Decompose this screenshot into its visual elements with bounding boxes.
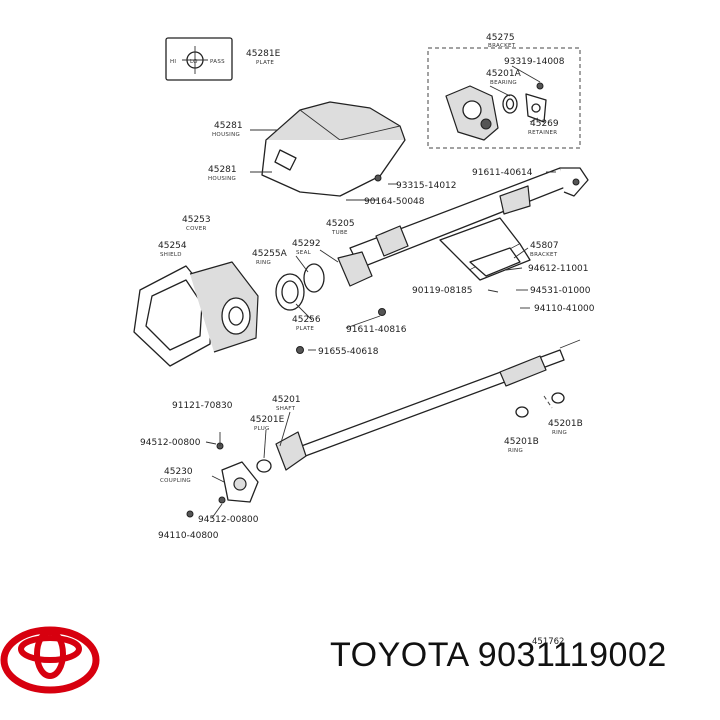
callout-45281-2-name: HOUSING	[208, 176, 236, 182]
callout-45281-2-number: 45281	[208, 165, 237, 175]
callout-94512a-number: 94512-00800	[140, 438, 201, 448]
callout-45201-name: SHAFT	[276, 406, 296, 412]
callout-94612-number: 94612-11001	[528, 264, 589, 274]
callout-45807-name: BRACKET	[530, 252, 558, 258]
shield-cover-drawing	[133, 261, 259, 367]
callout-45201a-number: 45201A	[486, 69, 522, 79]
callout-45230-number: 45230	[164, 467, 193, 477]
callout-45201b-2-name: RING	[552, 430, 567, 436]
plate-45281e-drawing: HI LO PASS	[165, 37, 233, 81]
callout-94110a-number: 94110-41000	[534, 304, 595, 314]
callout-45201e-name: PLUG	[254, 426, 270, 432]
callout-45281e-name: PLATE	[256, 60, 274, 66]
leader-lines	[205, 65, 556, 519]
callout-45201e-number: 45201E	[250, 415, 285, 425]
column-tube-drawing	[349, 167, 589, 281]
callout-94110b-number: 94110-40800	[158, 531, 219, 541]
callout-45275-number: 45275	[486, 33, 515, 43]
plate-pass-label: PASS	[210, 59, 225, 65]
upper-housing-drawing	[261, 101, 406, 197]
callout-45292-name: SEAL	[296, 250, 312, 256]
callout-45253-number: 45253	[182, 215, 211, 225]
callout-91121-number: 91121-70830	[172, 401, 233, 411]
callout-45807-number: 45807	[530, 241, 559, 251]
callout-45254-number: 45254	[158, 241, 187, 251]
callout-45292-number: 45292	[292, 239, 321, 249]
callout-45269-name: RETAINER	[528, 130, 557, 136]
plate-lo-label: LO	[190, 59, 198, 65]
callout-45201-number: 45201	[272, 395, 301, 405]
callout-91655-number: 91655-40618	[318, 347, 379, 357]
callout-45255a-number: 45255A	[252, 249, 288, 259]
callout-90119-number: 90119-08185	[412, 286, 473, 296]
callout-labels: 45281E PLATE 45281 HOUSING 45281 HOUSING…	[140, 33, 595, 541]
callout-45254-name: SHIELD	[160, 252, 182, 258]
callout-45256-name: PLATE	[296, 326, 314, 332]
callout-45201a-name: BEARING	[490, 80, 517, 86]
callout-91611b-number: 91611-40816	[346, 325, 407, 335]
callout-45201b-1-number: 45201B	[504, 437, 539, 447]
callout-90164-number: 90164-50048	[364, 197, 425, 207]
main-shaft-drawing	[256, 339, 581, 473]
figure-number: 451762	[532, 637, 564, 647]
callout-45281-name: HOUSING	[212, 132, 240, 138]
callout-45281-number: 45281	[214, 121, 243, 131]
callout-45201b-2-number: 45201B	[548, 419, 583, 429]
callout-45201b-1-name: RING	[508, 448, 523, 454]
callout-45205-number: 45205	[326, 219, 355, 229]
callout-45255a-name: RING	[256, 260, 271, 266]
callout-45269-number: 45269	[530, 119, 559, 129]
callout-94531-number: 94531-01000	[530, 286, 591, 296]
callout-93319-number: 93319-14008	[504, 57, 565, 67]
callout-91611a-number: 91611-40614	[472, 168, 533, 178]
toyota-logo-icon	[0, 626, 100, 694]
callout-45275-name: BRACKET	[488, 43, 516, 49]
coupling-drawing	[186, 432, 259, 518]
callout-45281e-number: 45281E	[246, 49, 281, 59]
callout-93315-number: 93315-14012	[396, 181, 457, 191]
bracket-bearing-drawing	[445, 82, 547, 141]
footer-part-title: TOYOTA 9031119002	[330, 636, 667, 674]
seal-ring-plate-drawing	[275, 251, 386, 354]
callout-45205-name: TUBE	[331, 230, 348, 236]
plate-hi-label: HI	[170, 59, 176, 65]
callout-45256-number: 45256	[292, 315, 321, 325]
callout-45253-name: COVER	[186, 226, 207, 232]
callout-45230-name: COUPLING	[160, 478, 191, 484]
callout-94512b-number: 94512-00800	[198, 515, 259, 525]
